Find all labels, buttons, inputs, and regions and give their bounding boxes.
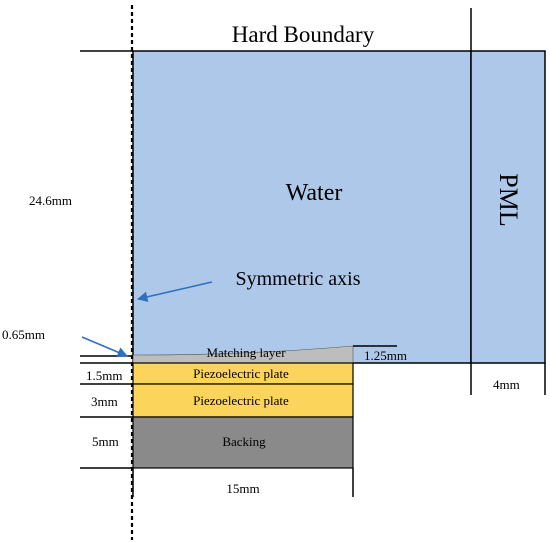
matching-layer-label: Matching layer: [206, 345, 286, 360]
offset-arrow: [81, 336, 128, 358]
matching-thickness-dim: 1.25mm: [364, 348, 407, 363]
pml-width-dim: 4mm: [493, 377, 520, 392]
dimension-lines: [80, 8, 546, 497]
matching-layer: [132, 345, 354, 364]
water-height-dim: 24.6mm: [29, 193, 72, 208]
matching-offset-dim: 0.65mm: [2, 327, 45, 342]
water-label: Water: [286, 180, 343, 206]
piezo-plate-top-label: Piezoelectric plate: [193, 366, 289, 381]
transducer-width-dim: 15mm: [226, 481, 259, 496]
piezo-plate-bottom-label: Piezoelectric plate: [193, 393, 289, 408]
symmetric-axis-arrow: [136, 281, 213, 303]
piezo-bottom-thickness-dim: 3mm: [91, 394, 118, 409]
backing-label: Backing: [222, 434, 266, 449]
water-region: [132, 50, 472, 364]
symmetric-axis-label: Symmetric axis: [236, 268, 361, 290]
pml-region: [470, 50, 546, 364]
backing-thickness-dim: 5mm: [92, 434, 119, 449]
piezo-top-thickness-dim: 1.5mm: [86, 368, 122, 383]
pml-label: PML: [494, 173, 523, 226]
hard-boundary-label: Hard Boundary: [232, 22, 375, 47]
backing-block: [132, 416, 354, 469]
